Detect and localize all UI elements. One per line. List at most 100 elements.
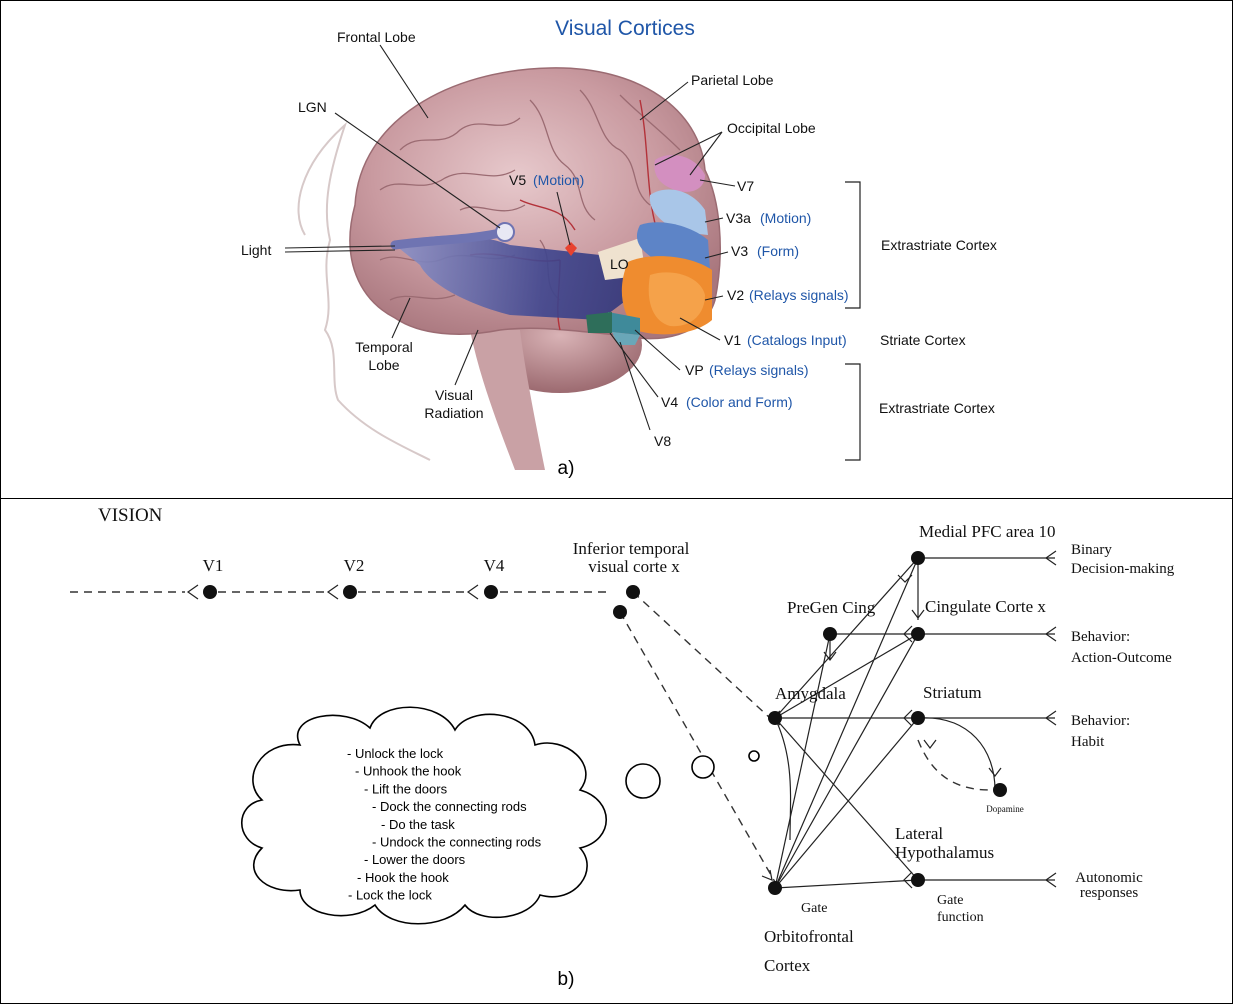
thought-bubble-large: [625, 763, 661, 799]
label-v3-function: (Form): [757, 243, 799, 259]
thought-step: - Lower the doors: [364, 852, 466, 867]
label-v2: V2: [727, 287, 744, 303]
label-behavior-ao-2: Action-Outcome: [1071, 650, 1172, 666]
area-v7: [654, 155, 705, 192]
label-v1: V1: [724, 332, 741, 348]
circuit-nodes: [203, 551, 1007, 895]
label-visual-radiation-2: Radiation: [424, 405, 483, 421]
node-dopamine: [993, 783, 1007, 797]
area-v1: [648, 272, 705, 327]
label-visual-radiation-1: Visual: [435, 387, 473, 403]
thought-bubble-small: [748, 750, 760, 762]
label-autonomic-2: responses: [1080, 885, 1138, 901]
node-medial-pfc: [911, 551, 925, 565]
thought-cloud: [240, 706, 760, 925]
node-v4: [484, 585, 498, 599]
label-gate: Gate: [801, 901, 827, 916]
brain-illustration: [297, 67, 721, 470]
label-inferior-temporal-2: visual corte x: [588, 557, 680, 576]
node-amygdala: [768, 711, 782, 725]
area-vp: [608, 312, 640, 335]
label-autonomic-1: Autonomic: [1075, 870, 1143, 886]
label-v2-function: (Relays signals): [749, 287, 849, 303]
thought-step: - Unhook the hook: [355, 764, 462, 779]
visual-radiation-band: [395, 235, 640, 320]
thought-step: - Hook the hook: [357, 870, 449, 885]
thought-step: - Dock the connecting rods: [372, 799, 527, 814]
label-medial-pfc: Medial PFC area 10: [919, 522, 1055, 541]
node-v2: [343, 585, 357, 599]
label-binary-1: Binary: [1071, 542, 1112, 558]
label-b-v4: V4: [484, 556, 505, 575]
node-v1: [203, 585, 217, 599]
brain-stem: [470, 330, 545, 470]
label-lo: LO: [610, 256, 629, 272]
label-v3: V3: [731, 243, 748, 259]
node-striatum: [911, 711, 925, 725]
area-v3a: [649, 189, 708, 235]
label-v5-function: (Motion): [533, 172, 584, 188]
label-orbitofrontal-1: Orbitofrontal: [764, 927, 854, 946]
label-v4-function: (Color and Form): [686, 394, 793, 410]
cortex-brackets: [845, 181, 861, 461]
optic-nerve: [390, 227, 510, 250]
label-v7: V7: [737, 178, 754, 194]
label-temporal-lobe-2: Lobe: [368, 357, 399, 373]
label-extrastriate-bottom: Extrastriate Cortex: [879, 400, 995, 416]
label-behavior-habit-1: Behavior:: [1071, 713, 1130, 729]
label-lateral-hypothalamus-1: Lateral: [895, 824, 943, 843]
label-occipital-lobe: Occipital Lobe: [727, 120, 816, 136]
v5-spot: [565, 242, 577, 256]
label-lateral-hypothalamus-2: Hypothalamus: [895, 843, 994, 862]
vision-dashed-paths: [70, 591, 991, 883]
label-cingulate: Cingulate Corte x: [925, 597, 1046, 616]
label-v5: V5: [509, 172, 526, 188]
panel-a-caption: a): [558, 458, 575, 479]
label-v4: V4: [661, 394, 678, 410]
node-cingulate: [911, 627, 925, 641]
label-light: Light: [241, 242, 271, 258]
label-behavior-ao-1: Behavior:: [1071, 629, 1130, 645]
panel-a-title: Visual Cortices: [555, 17, 695, 40]
thought-bubble-medium: [691, 755, 715, 779]
thought-step: - Do the task: [381, 817, 455, 832]
label-v8: V8: [654, 433, 671, 449]
head-outline: [297, 121, 431, 461]
label-gate-function-1: Gate: [937, 893, 963, 908]
node-orbitofrontal: [768, 881, 782, 895]
label-dopamine: Dopamine: [986, 804, 1024, 814]
label-amygdala: Amygdala: [775, 684, 846, 703]
label-gate-function-2: function: [937, 910, 984, 925]
label-pregen-cing: PreGen Cing: [787, 598, 876, 617]
label-b-v1: V1: [203, 556, 224, 575]
thought-step: - Lock the lock: [348, 888, 432, 903]
label-orbitofrontal-2: Cortex: [764, 956, 811, 975]
label-temporal-lobe-1: Temporal: [355, 339, 413, 355]
label-behavior-habit-2: Habit: [1071, 734, 1105, 750]
label-v3a-function: (Motion): [760, 210, 811, 226]
circuit-connections: [774, 557, 1055, 889]
thought-step: - Lift the doors: [364, 781, 448, 796]
area-v8: [612, 332, 640, 345]
label-striate: Striate Cortex: [880, 332, 966, 348]
label-lgn: LGN: [298, 99, 327, 115]
thought-steps: - Unlock the lock - Unhook the hook - Lift…: [347, 746, 542, 903]
label-vp: VP: [685, 362, 704, 378]
label-v3a: V3a: [726, 210, 751, 226]
thought-step: - Unlock the lock: [347, 746, 444, 761]
label-v1-function: (Catalogs Input): [747, 332, 847, 348]
label-vp-function: (Relays signals): [709, 362, 809, 378]
node-it-a: [626, 585, 640, 599]
lgn-node: [495, 222, 515, 242]
label-frontal-lobe: Frontal Lobe: [337, 29, 416, 45]
area-v4: [586, 312, 612, 333]
panel-b-title: VISION: [98, 505, 163, 526]
node-lateral-hypothalamus: [911, 873, 925, 887]
node-pregen-cing: [823, 627, 837, 641]
thought-step: - Undock the connecting rods: [372, 835, 542, 850]
label-extrastriate-top: Extrastriate Cortex: [881, 237, 997, 253]
panel-b-caption: b): [558, 969, 575, 990]
panel-a-leaders: [284, 44, 736, 431]
label-inferior-temporal-1: Inferior temporal: [573, 539, 690, 558]
